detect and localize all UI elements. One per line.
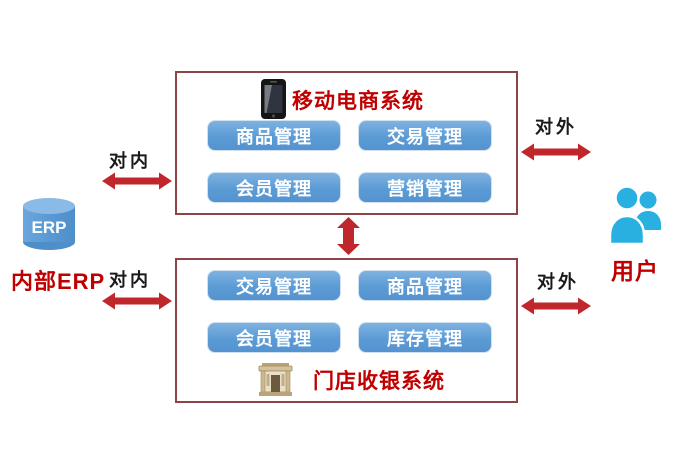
double-arrow-erp-mobile [102,171,172,191]
erp-cylinder-icon: ERP [20,195,78,253]
module-button: 商品管理 [207,120,341,151]
mobile-ecommerce-system-box: 移动电商系统 商品管理 交易管理 会员管理 营销管理 [175,71,518,215]
internal-erp-label: 内部ERP [11,269,106,294]
module-button: 库存管理 [358,322,492,353]
module-button: 交易管理 [358,120,492,151]
erp-cylinder-text: ERP [32,218,67,237]
double-arrow-store-users [521,296,591,316]
module-button: 营销管理 [358,172,492,203]
internal-link-label-bottom: 对内 [109,270,151,290]
store-cashier-system-box: 交易管理 商品管理 会员管理 库存管理 门店收银系统 [175,258,518,403]
double-arrow-mobile-store [336,217,361,255]
storefront-icon [258,362,293,398]
smartphone-icon [260,79,287,120]
external-link-label-bottom: 对外 [537,272,579,292]
module-button: 商品管理 [358,270,492,301]
double-arrow-mobile-users [521,142,591,162]
module-button: 会员管理 [207,172,341,203]
users-label: 用户 [611,258,659,284]
bottom-system-title: 门店收银系统 [313,370,445,393]
users-icon [608,185,662,249]
external-link-label-top: 对外 [535,117,577,137]
internal-link-label-top: 对内 [109,151,151,171]
module-button: 会员管理 [207,322,341,353]
module-button: 交易管理 [207,270,341,301]
top-system-title: 移动电商系统 [292,90,424,113]
double-arrow-erp-store [102,291,172,311]
